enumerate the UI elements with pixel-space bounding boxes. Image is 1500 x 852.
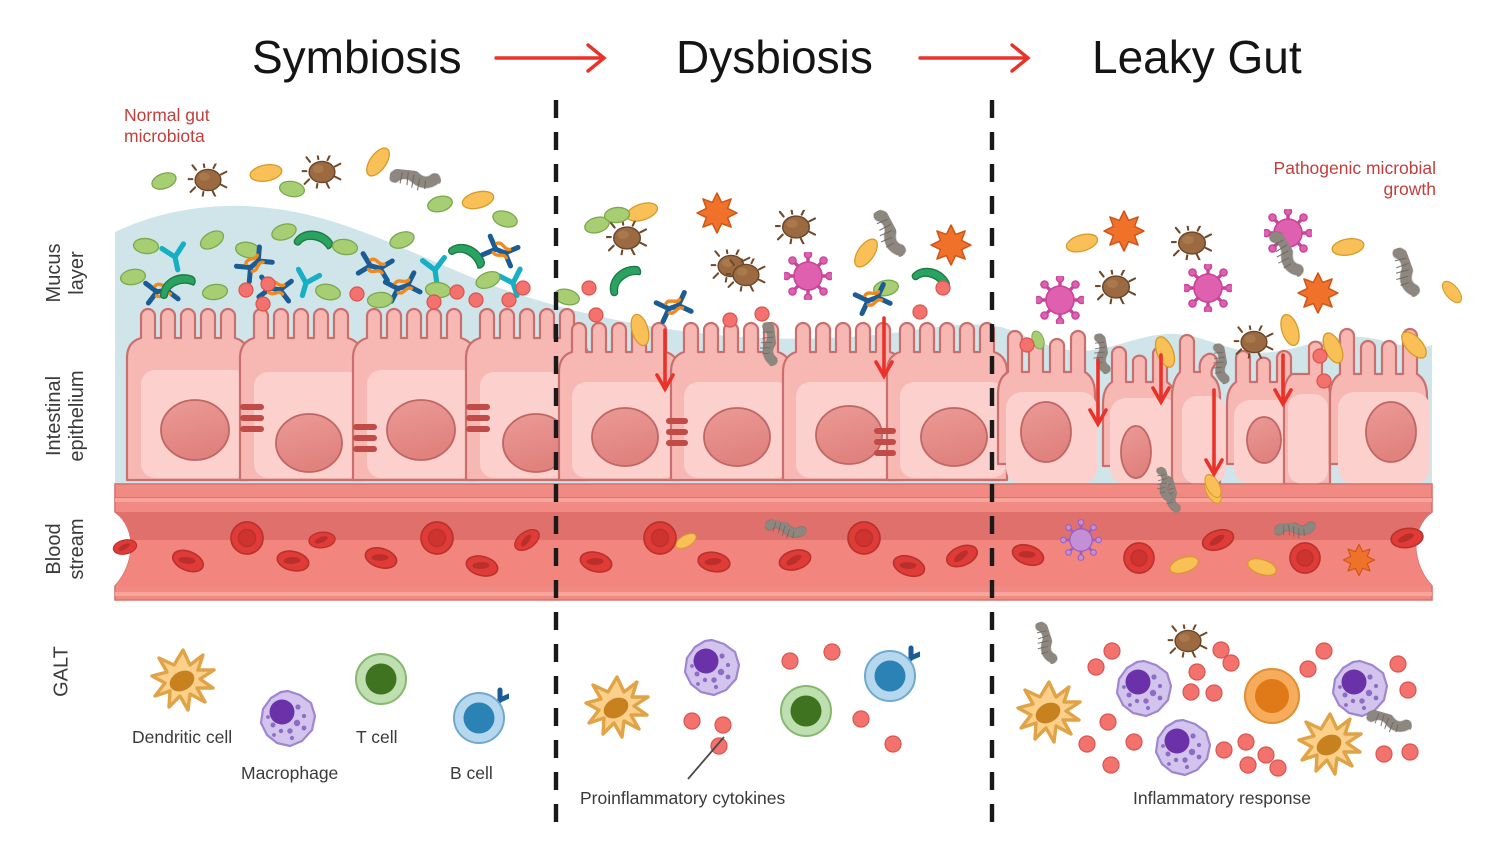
cytokine-leader-line [687,736,725,780]
arrow-dysbiosis-to-leaky-gut [918,43,1031,73]
galt-dysbiosis [584,638,920,755]
arrow-symbiosis-to-dysbiosis [494,43,607,73]
epithelium-symbiosis [125,307,590,482]
epithelium-dysbiosis [557,321,1009,482]
cell-label-t-cell: T cell [356,727,398,747]
stage-title-leaky-gut: Leaky Gut [1092,31,1302,83]
cell-label-macrophage: Macrophage [241,763,339,783]
caption-inflammatory-response: Inflammatory response [1133,788,1311,808]
row-label-blood-stream: Blood stream [43,518,88,580]
cytokines-symbiosis [238,276,531,312]
annotation-normal-gut-microbiota: Normal gut microbiota [124,105,210,146]
stage-arrows [494,43,1031,73]
annotation-pathogenic-microbial-growth: Pathogenic microbial growth [1273,158,1436,199]
translocation-arrows-leaky-gut [1088,353,1293,478]
panel-dividers [553,100,995,828]
galt-leaky-gut [1016,623,1419,777]
tight-junctions-symbiosis [240,404,490,452]
stage-title-symbiosis: Symbiosis [252,31,462,83]
row-label-mucus-layer: Mucus layer [43,243,88,303]
cytokines-dysbiosis [581,280,951,328]
blood-vessel [114,483,1433,601]
tight-junctions-dysbiosis [666,418,896,456]
cell-label-dendritic-cell: Dendritic cell [132,727,233,747]
caption-proinflammatory-cytokines: Proinflammatory cytokines [580,788,786,808]
row-label-intestinal-epithelium: Intestinal epithelium [43,370,88,462]
cytokines-leaky-gut [1019,337,1332,389]
row-label-galt: GALT [50,646,73,697]
stage-title-dysbiosis: Dysbiosis [676,31,873,83]
translocation-arrows-dysbiosis [655,316,894,393]
cell-label-b-cell: B cell [450,763,493,783]
